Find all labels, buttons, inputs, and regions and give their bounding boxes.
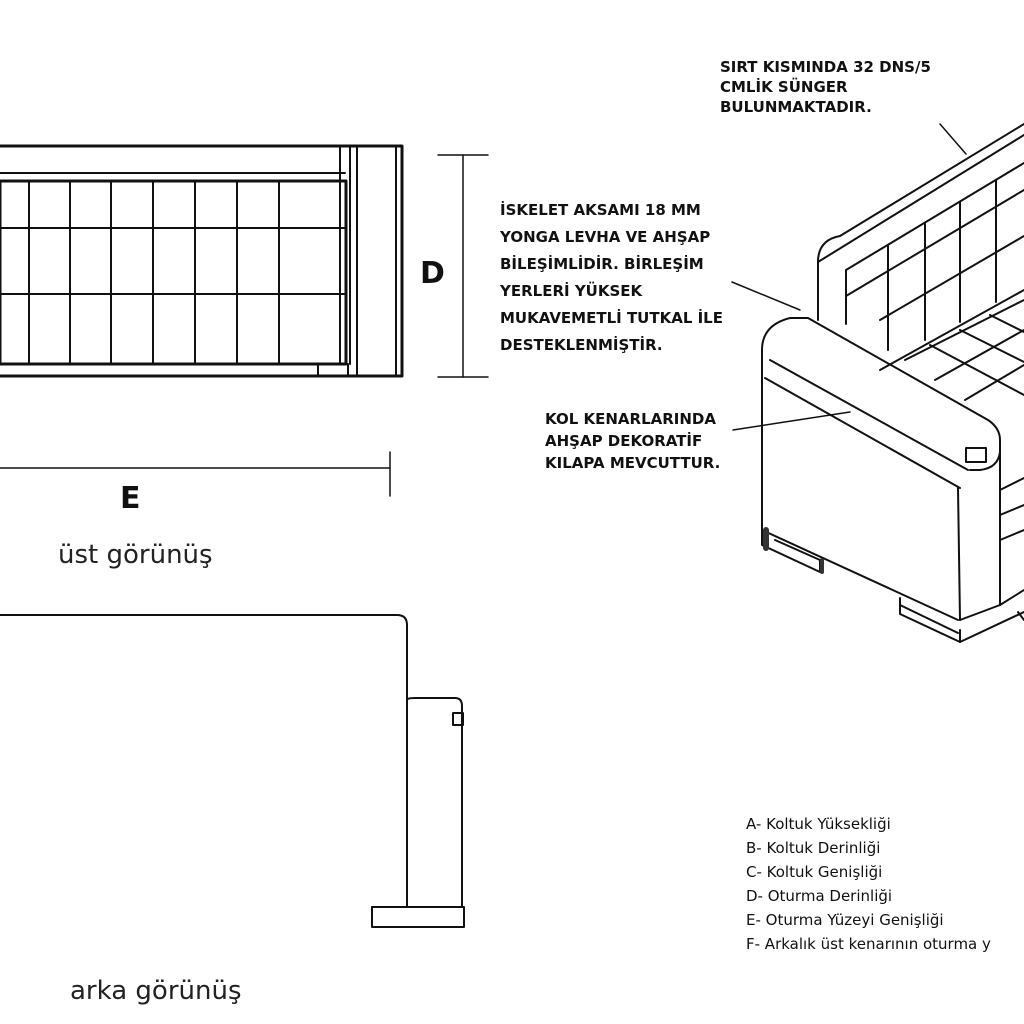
annotation-leaders [731,123,967,431]
legend-item-e: E- Oturma Yüzeyi Genişliği [746,911,944,929]
top-view-title: üst görünüş [58,540,213,570]
dimension-e-line [0,451,391,497]
legend-item-d: D- Oturma Derinliği [746,887,893,905]
dimension-legend: A- Koltuk Yüksekliği B- Koltuk Derinliği… [746,812,991,956]
legend-item-f: F- Arkalık üst kenarının oturma y [746,935,991,953]
back-view-drawing [0,614,465,928]
note-back-foam: SIRT KISMINDA 32 DNS/5 CMLİK SÜNGER BULU… [720,58,931,116]
legend-item-a: A- Koltuk Yüksekliği [746,815,891,833]
dimension-d-label: D [420,256,445,291]
dimension-d-line [437,154,489,378]
isometric-sofa-drawing [761,123,1024,643]
back-view-title: arka görünüş [70,976,242,1006]
top-view-drawing [0,144,404,378]
dimension-e-label: E [120,481,141,516]
note-armrest-decor: KOL KENARLARINDA AHŞAP DEKORATİF KILAPA … [545,410,721,472]
legend-item-b: B- Koltuk Derinliği [746,839,881,857]
legend-item-c: C- Koltuk Genişliği [746,863,883,881]
backrest-seams [845,179,1024,351]
top-view-cushion-seams [28,180,280,365]
note-frame-construction: İSKELET AKSAMI 18 MM YONGA LEVHA VE AHŞA… [500,201,723,354]
